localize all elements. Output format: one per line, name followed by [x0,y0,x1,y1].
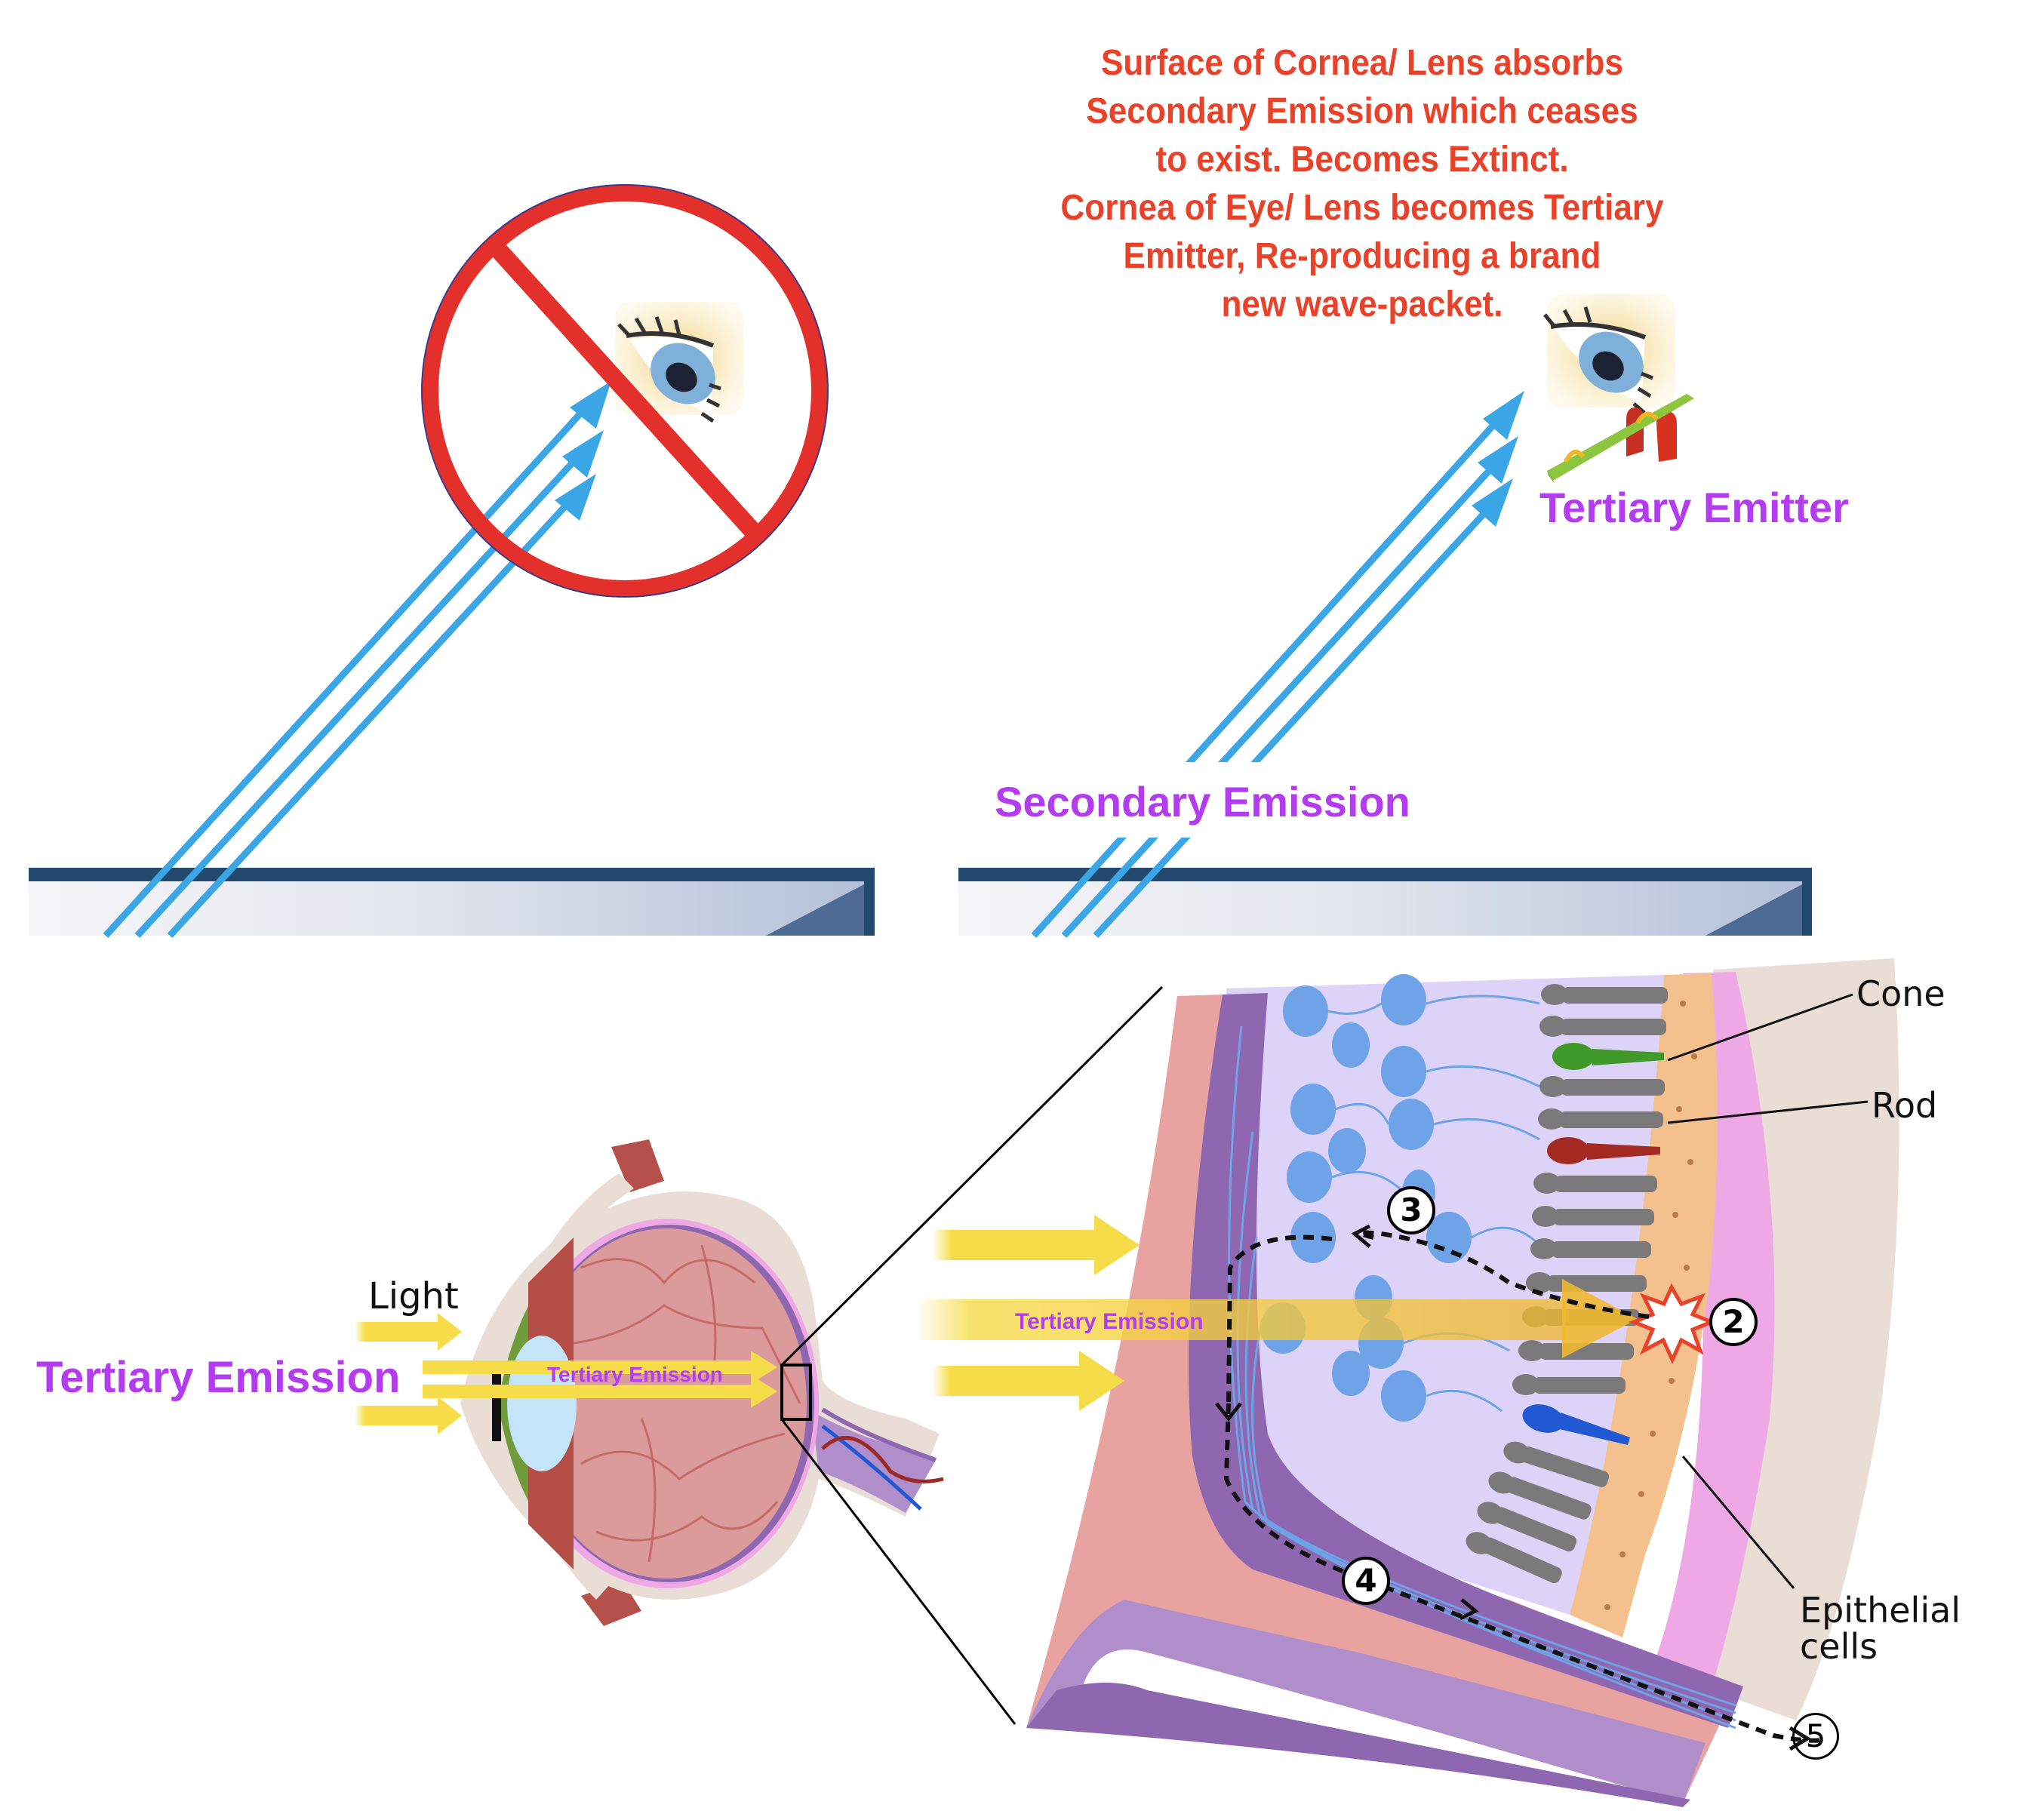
cornea-explanation-note: Surface of Cornea/ Lens absorbs Secondar… [970,39,1755,329]
note-line: Secondary Emission which ceases [1086,91,1638,131]
eye-icon [1543,294,1675,414]
light-ray-arrows-icon [1031,404,1512,939]
light-label: Light [368,1275,459,1317]
light-ray-arrows-icon [103,393,599,939]
zoom-box-marker [780,1363,812,1421]
note-line: new wave-packet. [1221,284,1503,324]
nerve-fibers [1228,1025,1736,1729]
reflective-surface-icon [29,868,875,936]
top-left-panel [29,184,875,939]
note-line: Surface of Cornea/ Lens absorbs [1100,43,1624,83]
tertiary-emission-label: Tertiary Emission [36,1353,401,1402]
rods [1466,984,1668,1584]
epithelial-label-line1: Epithelial [1800,1590,1961,1631]
note-line: Cornea of Eye/ Lens becomes Tertiary [1060,188,1664,228]
tertiary-emitter-label: Tertiary Emitter [1539,484,1849,531]
retina-cross-section [917,958,1899,1807]
seesaw-icon [1547,394,1694,484]
note-line: to exist. Becomes Extinct. [1155,140,1569,180]
top-right-panel [958,294,1812,939]
epithelial-cells-label: Epithelial cells [1800,1592,1961,1665]
retina-beam-arrows [917,1215,1638,1411]
cone-blue [1522,1404,1630,1445]
starburst-icon [1629,1283,1717,1364]
inner-tertiary-emission-label: Tertiary Emission [547,1363,723,1386]
epithelial-cell-nuclei [1604,1001,1697,1610]
eye-icon [615,302,743,423]
light-arrows-icon [355,1313,462,1434]
step-marker-5: 5 [1792,1713,1839,1760]
step-marker-3: 3 [1387,1186,1435,1234]
eyeball-cross-section [355,985,1164,1725]
note-line: Emitter, Re-producing a brand [1123,236,1601,276]
no-entry-sign-icon [421,184,829,598]
cone-green [1552,1043,1664,1070]
retina-beam-label: Tertiary Emission [1015,1309,1204,1334]
step-marker-2: 2 [1709,1298,1758,1346]
cone-red [1547,1137,1660,1164]
inner-beam-arrows [423,1351,777,1408]
epithelial-label-line2: cells [1800,1626,1878,1667]
secondary-emission-label: Secondary Emission [995,778,1410,825]
step-marker-4: 4 [1342,1557,1390,1605]
rod-label: Rod [1872,1085,1938,1126]
blood-vessels [573,1244,801,1563]
signal-path [1223,1230,1827,1743]
cone-label: Cone [1856,973,1945,1014]
